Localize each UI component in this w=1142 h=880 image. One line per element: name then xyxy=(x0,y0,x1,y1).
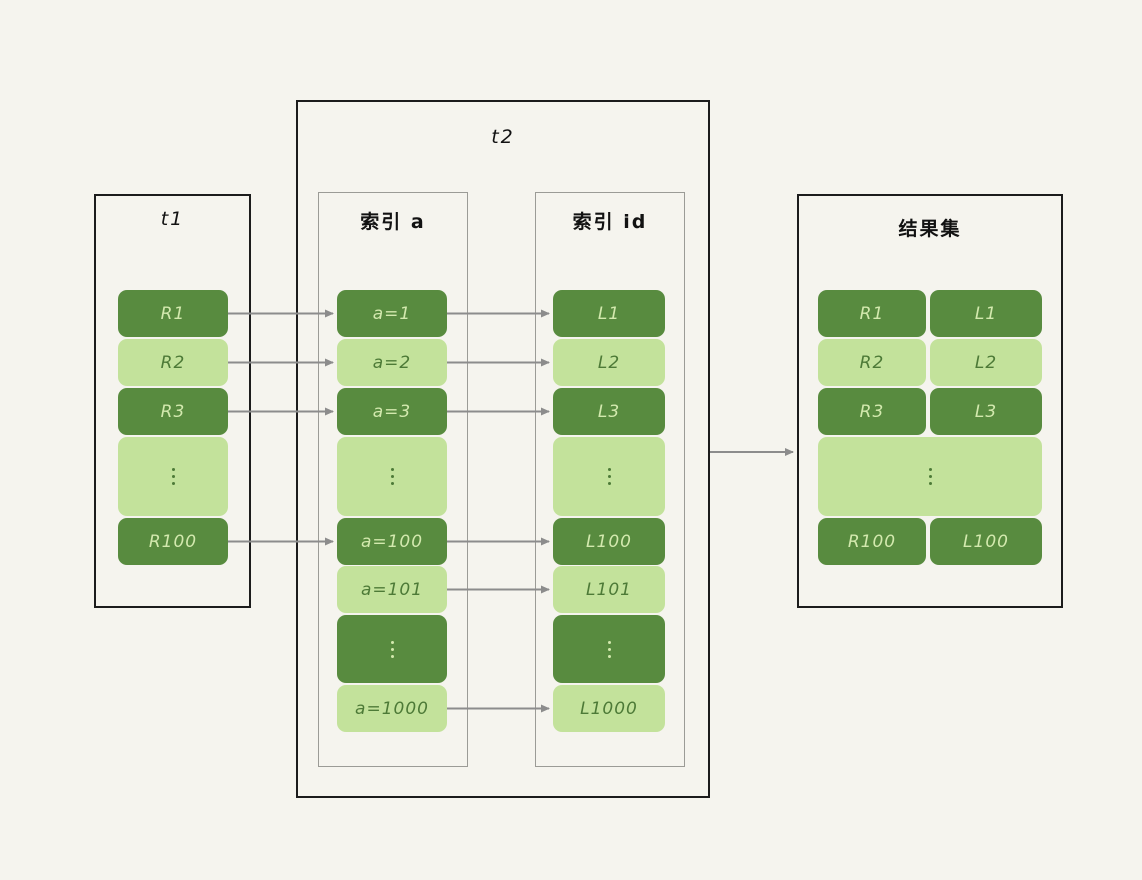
t2-title: t2 xyxy=(491,126,515,148)
cell-label: a=100 xyxy=(360,531,424,552)
cell-label: L3 xyxy=(597,401,621,422)
t1-row-ellipsis[interactable] xyxy=(118,437,228,516)
cell-label: a=1 xyxy=(372,303,412,324)
index-id-row-ellipsis-6[interactable] xyxy=(553,615,665,683)
cell-label: a=2 xyxy=(372,352,412,373)
cell-label: R2 xyxy=(160,352,186,373)
index-id-row-L1[interactable]: L1 xyxy=(553,290,665,337)
index-a-row-ellipsis-3[interactable] xyxy=(337,437,447,516)
index-a-row-a=2[interactable]: a=2 xyxy=(337,339,447,386)
cell-label: a=3 xyxy=(372,401,412,422)
index-id-row-L101[interactable]: L101 xyxy=(553,566,665,613)
cell-label: R1 xyxy=(160,303,186,324)
vertical-ellipsis-icon xyxy=(390,468,394,485)
cell-label: R3 xyxy=(859,401,885,422)
result-row-R3[interactable]: R3 xyxy=(818,388,926,435)
index-a-title: 索引 a xyxy=(360,211,426,233)
index-a-row-a=1[interactable]: a=1 xyxy=(337,290,447,337)
vertical-ellipsis-icon xyxy=(171,468,175,485)
cell-label: L2 xyxy=(974,352,998,373)
result-row-L3[interactable]: L3 xyxy=(930,388,1042,435)
cell-label: R3 xyxy=(160,401,186,422)
result-set-title: 结果集 xyxy=(898,218,962,240)
index-a-row-a=101[interactable]: a=101 xyxy=(337,566,447,613)
vertical-ellipsis-icon xyxy=(607,640,611,658)
t1-row-R3[interactable]: R3 xyxy=(118,388,228,435)
cell-label: L2 xyxy=(597,352,621,373)
index-id-row-L1000[interactable]: L1000 xyxy=(553,685,665,732)
t1-row-R1[interactable]: R1 xyxy=(118,290,228,337)
cell-label: L101 xyxy=(586,579,632,600)
index-id-row-L3[interactable]: L3 xyxy=(553,388,665,435)
index-id-row-L2[interactable]: L2 xyxy=(553,339,665,386)
index-a-row-a=3[interactable]: a=3 xyxy=(337,388,447,435)
t1-title: t1 xyxy=(160,208,185,230)
result-row-R1[interactable]: R1 xyxy=(818,290,926,337)
cell-label: R2 xyxy=(859,352,885,373)
result-row-L100[interactable]: L100 xyxy=(930,518,1042,565)
t1-row-R100[interactable]: R100 xyxy=(118,518,228,565)
result-row-ellipsis[interactable] xyxy=(818,437,1042,516)
cell-label: R1 xyxy=(859,303,885,324)
cell-label: a=1000 xyxy=(355,698,429,719)
result-row-L1[interactable]: L1 xyxy=(930,290,1042,337)
result-row-R2[interactable]: R2 xyxy=(818,339,926,386)
result-row-L2[interactable]: L2 xyxy=(930,339,1042,386)
cell-label: a=101 xyxy=(360,579,424,600)
cell-label: R100 xyxy=(847,531,897,552)
t1-row-R2[interactable]: R2 xyxy=(118,339,228,386)
cell-label: L3 xyxy=(974,401,998,422)
index-a-row-ellipsis-6[interactable] xyxy=(337,615,447,683)
index-id-row-ellipsis-3[interactable] xyxy=(553,437,665,516)
cell-label: L100 xyxy=(586,531,632,552)
vertical-ellipsis-icon xyxy=(928,468,932,485)
vertical-ellipsis-icon xyxy=(607,468,611,485)
index-id-title: 索引 id xyxy=(572,211,648,233)
cell-label: L100 xyxy=(963,531,1009,552)
index-a-row-a=100[interactable]: a=100 xyxy=(337,518,447,565)
index-id-row-L100[interactable]: L100 xyxy=(553,518,665,565)
cell-label: R100 xyxy=(148,531,198,552)
cell-label: L1 xyxy=(597,303,621,324)
result-row-R100[interactable]: R100 xyxy=(818,518,926,565)
cell-label: L1000 xyxy=(580,698,638,719)
index-a-row-a=1000[interactable]: a=1000 xyxy=(337,685,447,732)
vertical-ellipsis-icon xyxy=(390,640,394,658)
cell-label: L1 xyxy=(974,303,998,324)
